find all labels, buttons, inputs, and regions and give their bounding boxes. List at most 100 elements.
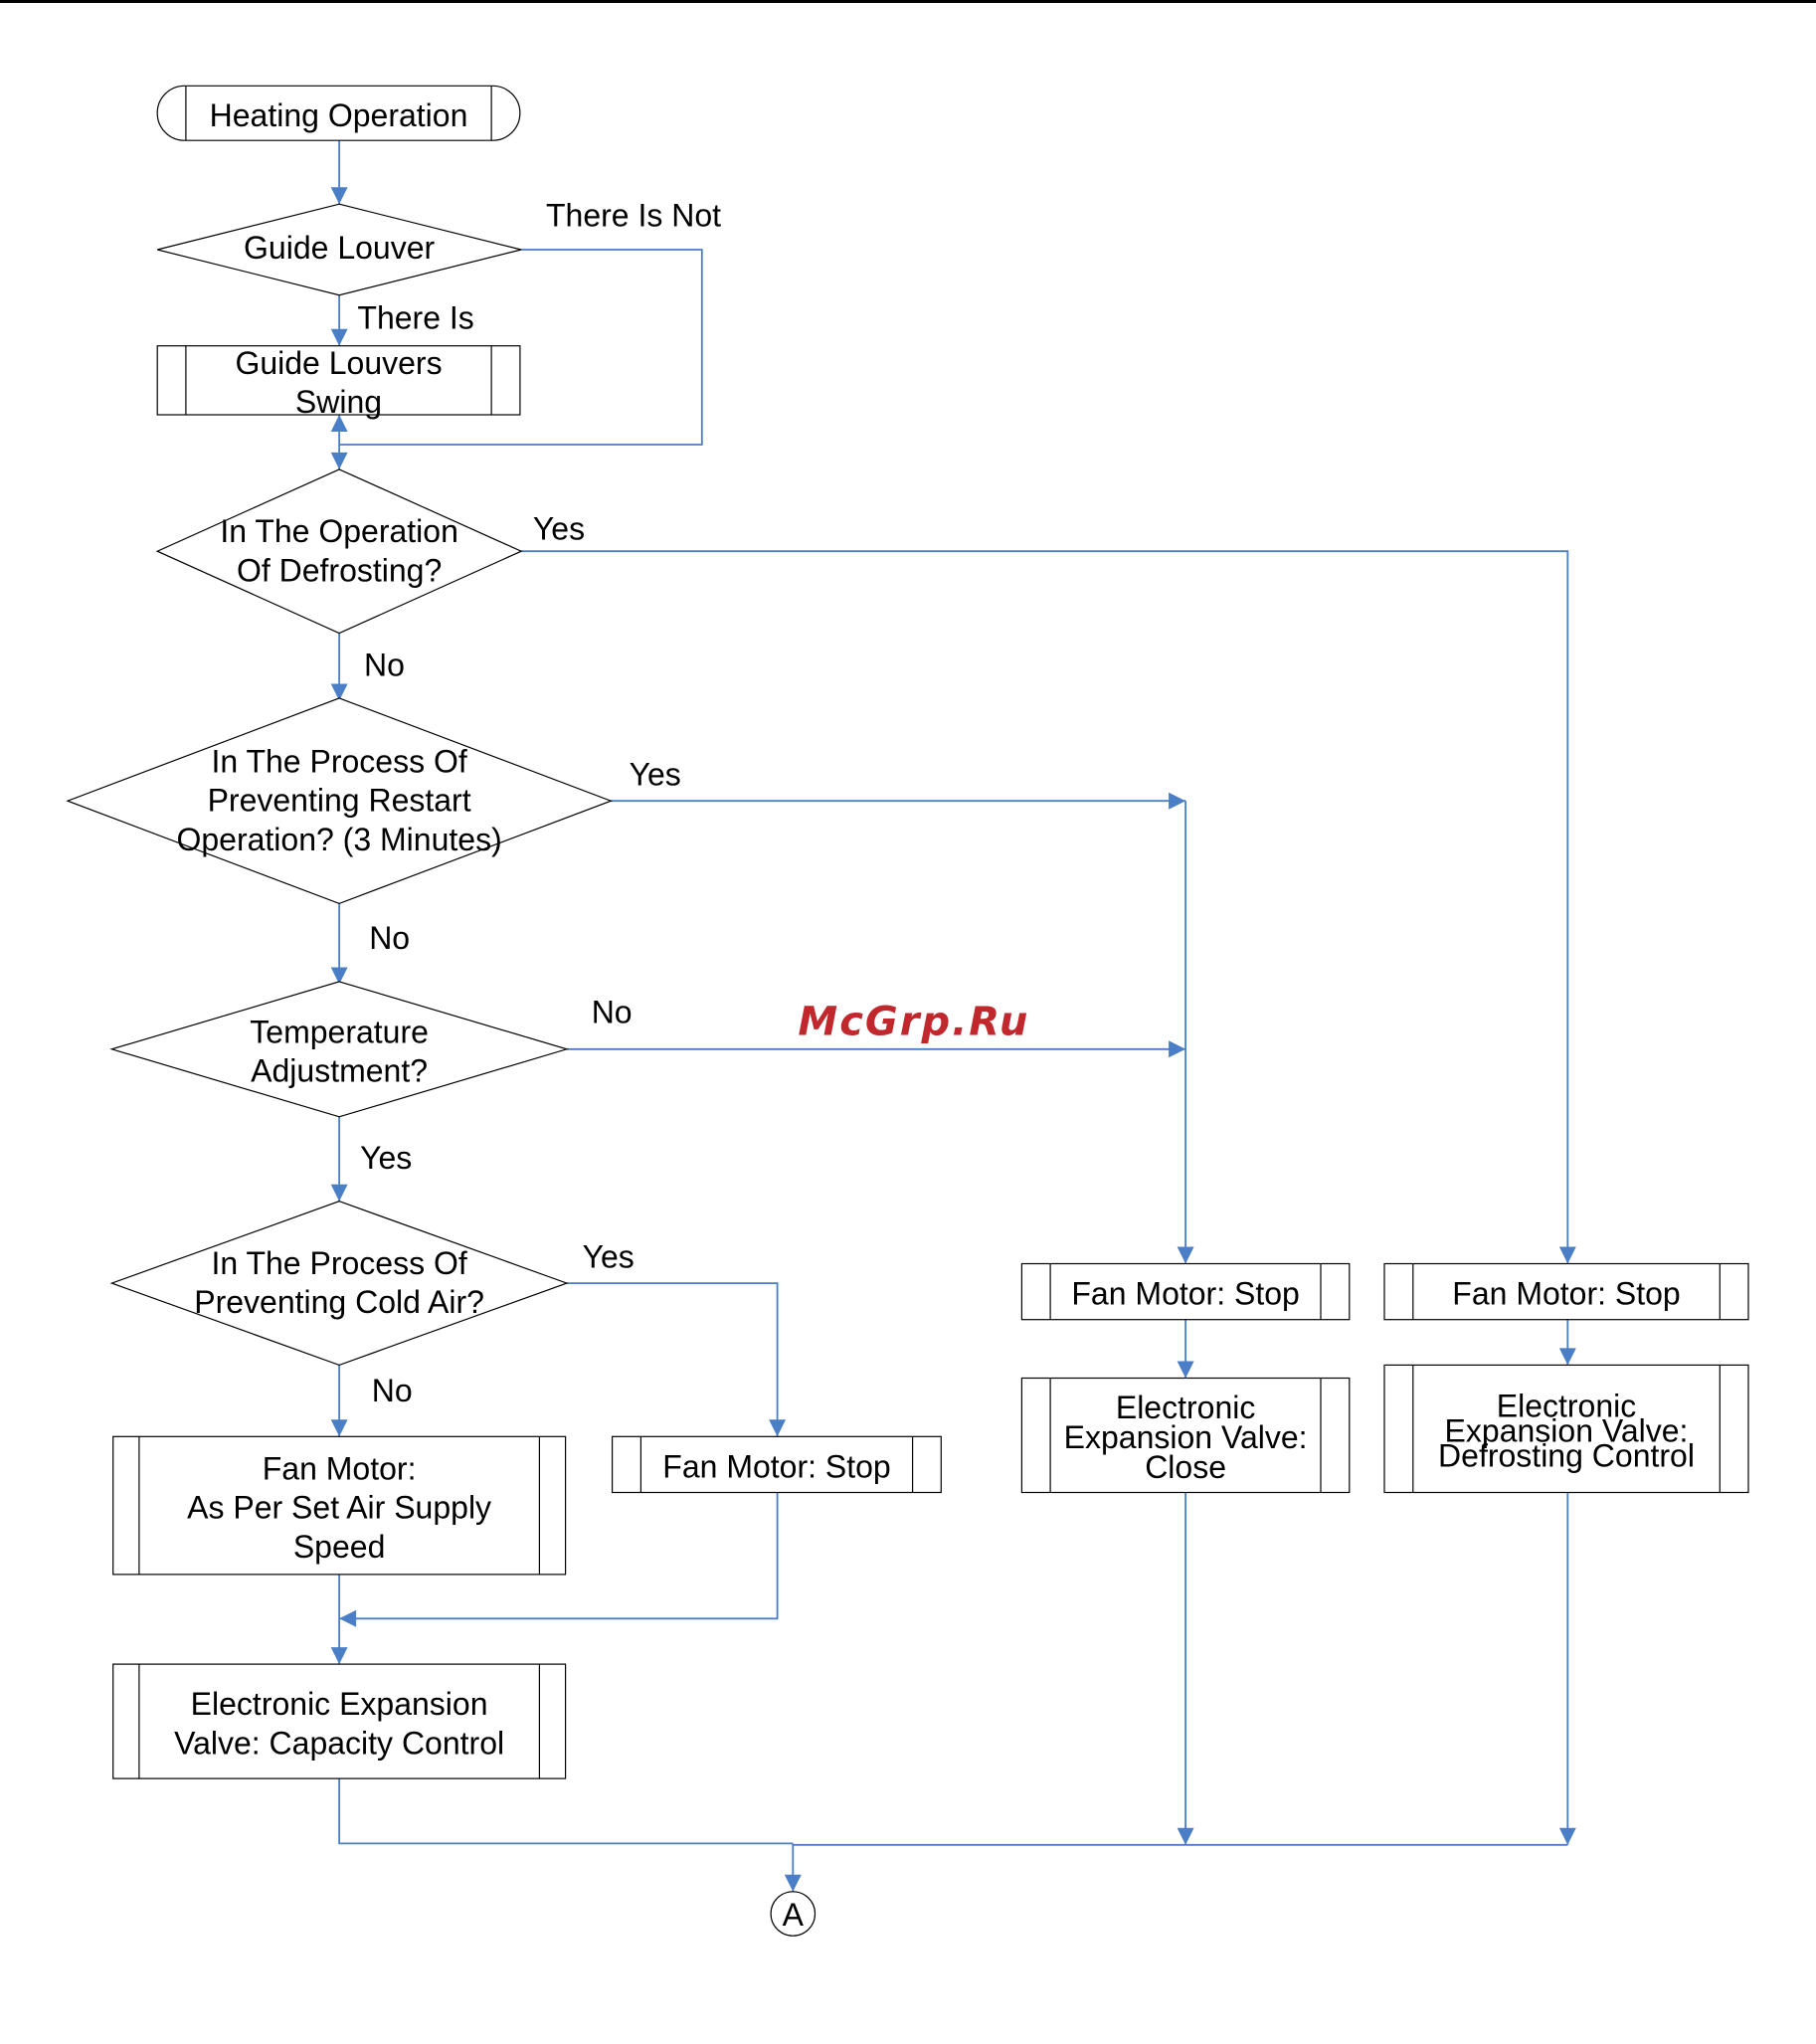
- connector-connector_a-line: A: [783, 1897, 805, 1933]
- process-fan_set_speed-line: Fan Motor:: [263, 1451, 417, 1487]
- edge-label-temp_no: No: [592, 995, 633, 1030]
- arrowhead: [769, 1419, 787, 1437]
- terminal-shape: [156, 85, 521, 141]
- process-eev_close-line: Close: [1145, 1449, 1226, 1485]
- arrowhead: [1169, 1040, 1186, 1058]
- process-louver_swing-line: Swing: [295, 384, 382, 420]
- arrowhead: [330, 187, 348, 205]
- arrowhead: [330, 967, 348, 985]
- decision-cold_air-line: Preventing Cold Air?: [194, 1284, 484, 1320]
- process-eev_close-line: Expansion Valve:: [1064, 1419, 1308, 1455]
- decision-restart-line: Preventing Restart: [208, 783, 471, 819]
- edge-eev-capacity-out: [338, 1778, 794, 1845]
- process-fan_stop_mid-line: Fan Motor: Stop: [1071, 1276, 1299, 1312]
- arrowhead: [1177, 1246, 1194, 1264]
- process-fan_stop_right: Fan Motor: Stop: [1383, 1262, 1749, 1321]
- connector-circle: [770, 1891, 817, 1937]
- process-box: [611, 1435, 942, 1494]
- arrowhead: [330, 1419, 348, 1437]
- process-fan_stop_right-line: Fan Motor: Stop: [1452, 1276, 1680, 1312]
- arrowhead: [330, 1184, 348, 1202]
- arrowhead: [330, 328, 348, 346]
- edge-label-cold_yes: Yes: [583, 1238, 635, 1274]
- edge-label-temp_yes: Yes: [360, 1140, 412, 1176]
- process-eev_close-line: Electronic: [1116, 1390, 1256, 1425]
- arrowhead: [1558, 1827, 1576, 1845]
- decision-diamond: [109, 981, 570, 1118]
- decision-cold_air-line: In The Process Of: [211, 1245, 466, 1281]
- process-eev_capacity-line: Electronic Expansion: [191, 1686, 488, 1722]
- arrowhead: [330, 1647, 348, 1665]
- decision-diamond: [66, 697, 613, 905]
- process-box: [1020, 1377, 1351, 1494]
- decision-guide_louver-text: Guide Louver: [244, 230, 435, 266]
- edge-defrost-yes: [521, 550, 1569, 1264]
- process-fan_stop_cold: Fan Motor: Stop: [611, 1435, 942, 1494]
- decision-defrosting-line: Of Defrosting?: [237, 552, 442, 588]
- connector-connector_a-text: A: [783, 1897, 805, 1933]
- watermark: McGrp.Ru: [798, 999, 1029, 1044]
- terminal-start: Heating Operation: [156, 85, 521, 141]
- process-box: [112, 1435, 567, 1576]
- terminal-start-line: Heating Operation: [210, 97, 468, 133]
- process-fan_stop_cold-text: Fan Motor: Stop: [662, 1449, 890, 1485]
- decision-temp_adjust-line: Adjustment?: [251, 1053, 428, 1089]
- process-fan_stop_mid-text: Fan Motor: Stop: [1071, 1276, 1299, 1312]
- edge-louver-none: [339, 249, 703, 446]
- process-box: [112, 1663, 567, 1779]
- process-louver_swing-line: Guide Louvers: [235, 345, 442, 381]
- process-eev_defrost-line: Electronic: [1497, 1389, 1637, 1424]
- watermark-text: McGrp.Ru: [798, 999, 1029, 1044]
- terminal-start-text: Heating Operation: [210, 97, 468, 133]
- decision-guide_louver: Guide Louver: [157, 203, 522, 296]
- arrowhead: [1558, 1246, 1576, 1264]
- process-fan_stop_mid: Fan Motor: Stop: [1020, 1262, 1351, 1321]
- decision-diamond: [109, 1201, 569, 1367]
- arrowhead: [784, 1874, 802, 1892]
- process-fan_stop_cold-line: Fan Motor: Stop: [662, 1449, 890, 1485]
- process-fan_stop_right-text: Fan Motor: Stop: [1452, 1276, 1680, 1312]
- edge-fan-stop-cold-merge: [339, 1492, 779, 1620]
- process-eev_capacity-line: Valve: Capacity Control: [174, 1725, 504, 1761]
- process-box: [1020, 1262, 1351, 1321]
- process-eev_defrost-line: Expansion Valve:: [1445, 1413, 1689, 1449]
- arrowhead: [1177, 1361, 1194, 1379]
- decision-restart-line: Operation? (3 Minutes): [176, 822, 501, 857]
- connector-connector_a: A: [770, 1891, 817, 1937]
- edge-label-louver_present: There Is: [357, 300, 473, 336]
- connectors: [330, 140, 1576, 1892]
- arrowhead: [1558, 1348, 1576, 1366]
- arrowhead: [330, 415, 348, 432]
- edge-label-defrost_no: No: [364, 648, 405, 683]
- decision-guide_louver-line: Guide Louver: [244, 230, 435, 266]
- decision-diamond: [157, 203, 522, 296]
- process-box: [1383, 1262, 1749, 1321]
- process-box: [156, 345, 521, 416]
- edge-cold-yes: [566, 1282, 779, 1437]
- edge-label-defrost_yes: Yes: [533, 510, 585, 546]
- decision-diamond: [155, 468, 523, 635]
- process-fan_set_speed-line: As Per Set Air Supply: [187, 1490, 491, 1526]
- edge-label-restart_yes: Yes: [630, 757, 681, 793]
